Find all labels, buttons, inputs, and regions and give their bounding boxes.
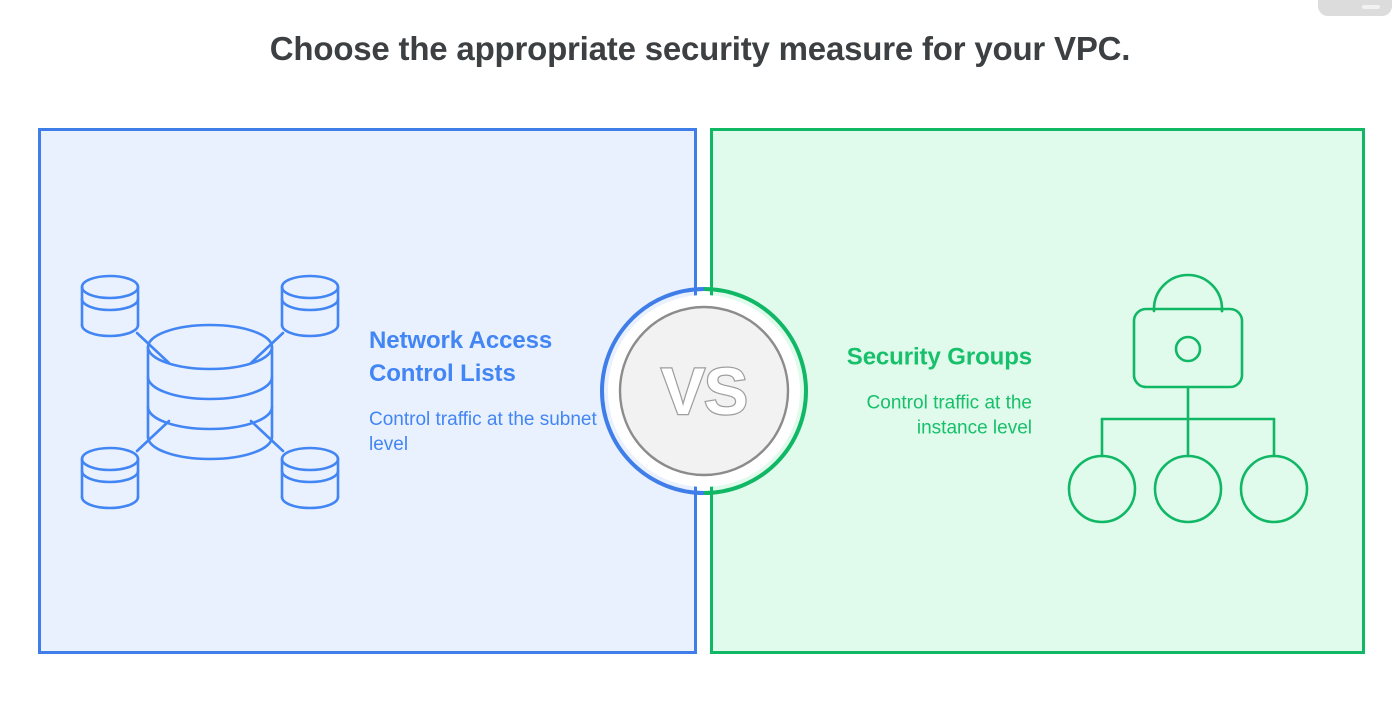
- vs-label: VS: [660, 353, 750, 430]
- page-title: Choose the appropriate security measure …: [269, 30, 1131, 67]
- panel-right-content: Security Groups Control traffic at the i…: [713, 131, 1362, 651]
- panel-right-title: Security Groups: [846, 343, 1032, 371]
- chip-indicator-bar: [1362, 5, 1380, 9]
- panel-left-content: Network Access Control Lists Control tra…: [41, 131, 694, 651]
- panel-network-access-control-lists[interactable]: Network Access Control Lists Control tra…: [38, 128, 697, 654]
- panel-right-subtitle: Control traffic at the instance level: [866, 392, 1032, 439]
- partial-toolbar-chip[interactable]: [1318, 0, 1392, 16]
- panel-left-text: Network Access Control Lists Control tra…: [369, 325, 599, 457]
- panel-security-groups[interactable]: Security Groups Control traffic at the i…: [710, 128, 1365, 654]
- panel-right-text: Security Groups Control traffic at the i…: [802, 341, 1032, 440]
- vs-badge: VS: [598, 285, 810, 497]
- database-network-icon: [65, 251, 355, 531]
- padlock-instances-icon: [1048, 251, 1338, 531]
- panel-left-title: Network Access Control Lists: [369, 327, 553, 387]
- panel-left-subtitle: Control traffic at the subnet level: [369, 408, 597, 455]
